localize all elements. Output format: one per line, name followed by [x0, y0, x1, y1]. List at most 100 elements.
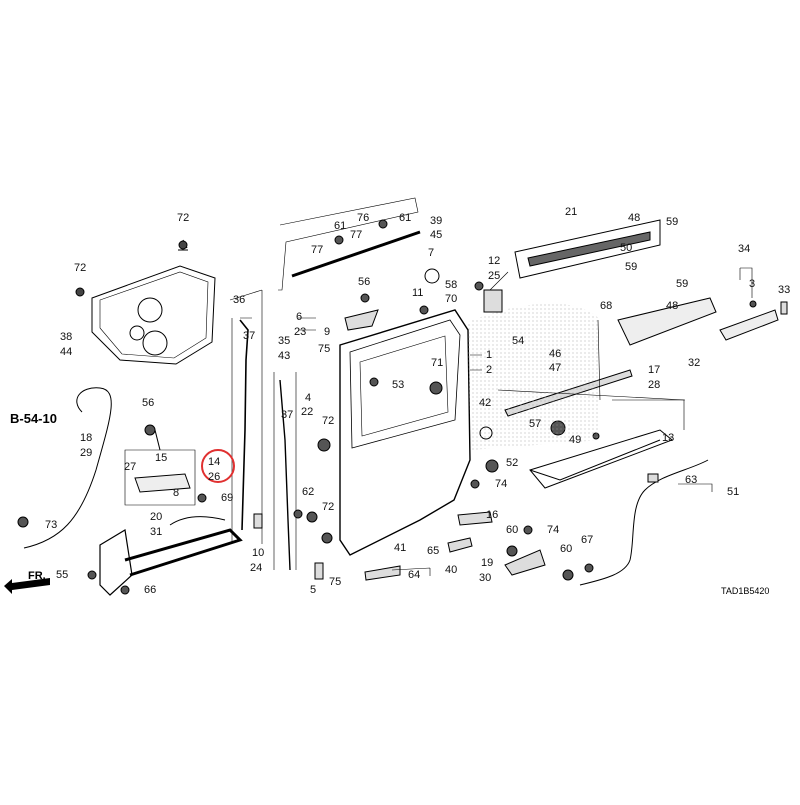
callout: 72	[74, 262, 87, 274]
callout: 1	[486, 349, 493, 361]
callout: 51	[727, 486, 740, 498]
callout: 58	[445, 279, 458, 291]
latch-assembly	[99, 529, 133, 596]
callout: 23	[294, 326, 307, 338]
callout: 62	[302, 486, 315, 498]
callout: 34	[738, 243, 751, 255]
door-rod-2	[279, 379, 291, 571]
callout: 77	[311, 244, 324, 256]
callout: 54	[512, 335, 525, 347]
reference-label[interactable]: B-54-10	[10, 411, 57, 426]
callout: 17	[648, 364, 661, 376]
callout: 48	[666, 300, 679, 312]
door-cable	[23, 387, 112, 549]
callout: 44	[60, 346, 73, 358]
callout: 46	[549, 348, 562, 360]
callout: 38	[60, 331, 73, 343]
callout: 70	[445, 293, 458, 305]
callout-highlighted[interactable]: 26	[208, 471, 221, 483]
callout: 59	[666, 216, 679, 228]
callout: 36	[233, 294, 246, 306]
callout: 31	[150, 526, 163, 538]
callout: 11	[412, 287, 424, 299]
callout: 33	[778, 284, 791, 296]
callout: 49	[569, 434, 582, 446]
callout: 22	[301, 406, 314, 418]
callout: 21	[565, 206, 578, 218]
callout: 37	[281, 409, 294, 421]
wire-harness	[579, 459, 709, 586]
callout: 60	[506, 524, 519, 536]
callout: 35	[278, 335, 291, 347]
callout: 74	[495, 478, 508, 490]
window-channel	[278, 197, 419, 291]
body-shadow	[468, 303, 600, 450]
callout: 7	[428, 247, 435, 259]
callout: 40	[445, 564, 458, 576]
callout: 53	[392, 379, 405, 391]
callout: 66	[144, 584, 157, 596]
callout: 41	[394, 542, 407, 554]
rear-garnish	[617, 297, 717, 346]
callout: 5	[310, 584, 317, 596]
outer-handle	[134, 473, 191, 493]
door-trim-panel	[91, 265, 216, 365]
callout: 60	[560, 543, 573, 555]
callout: 39	[430, 215, 443, 227]
callout: 50	[620, 242, 633, 254]
callout: 72	[322, 501, 335, 513]
callout: 24	[250, 562, 263, 574]
callout: 65	[427, 545, 440, 557]
callout: 67	[581, 534, 594, 546]
callout: 75	[318, 343, 331, 355]
callout: 43	[278, 350, 291, 362]
callout: 4	[305, 392, 312, 404]
callout: 2	[486, 364, 493, 376]
callout: 59	[625, 261, 638, 273]
callout: 12	[488, 255, 501, 267]
callout: 71	[431, 357, 444, 369]
callout: 6	[296, 311, 303, 323]
callout: 52	[506, 457, 519, 469]
callout: 45	[430, 229, 443, 241]
callout: 57	[529, 418, 542, 430]
callout: 55	[56, 569, 69, 581]
callout: 20	[150, 511, 163, 523]
callout: 15	[155, 452, 168, 464]
callout-highlighted[interactable]: 14	[208, 456, 221, 468]
callout: 27	[124, 461, 137, 473]
callout: 48	[628, 212, 641, 224]
callout: 77	[350, 229, 363, 241]
callout: 56	[358, 276, 371, 288]
callout: 72	[322, 415, 335, 427]
callout: 25	[488, 270, 501, 282]
front-arrow-icon	[4, 578, 50, 594]
callout: 72	[177, 212, 190, 224]
callout: 63	[685, 474, 698, 486]
callout: 18	[80, 432, 93, 444]
callout: 75	[329, 576, 342, 588]
callout: 59	[676, 278, 689, 290]
callout: 42	[479, 397, 492, 409]
callout: 64	[408, 569, 421, 581]
callout: 76	[357, 212, 370, 224]
callout: 73	[45, 519, 58, 531]
callout: 28	[648, 379, 661, 391]
callout: 8	[173, 487, 180, 499]
highlight-circle	[201, 449, 235, 483]
sliding-door	[339, 309, 471, 556]
door-rod	[239, 319, 249, 531]
callout: 37	[243, 330, 256, 342]
front-direction-label: FR.	[28, 570, 46, 582]
callout: 32	[688, 357, 701, 369]
callout: 47	[549, 362, 562, 374]
callout: 61	[334, 220, 347, 232]
callout: 56	[142, 397, 155, 409]
callout: 3	[749, 278, 756, 290]
callout: 30	[479, 572, 492, 584]
callout: 19	[481, 557, 494, 569]
callout: 29	[80, 447, 93, 459]
callout: 74	[547, 524, 560, 536]
